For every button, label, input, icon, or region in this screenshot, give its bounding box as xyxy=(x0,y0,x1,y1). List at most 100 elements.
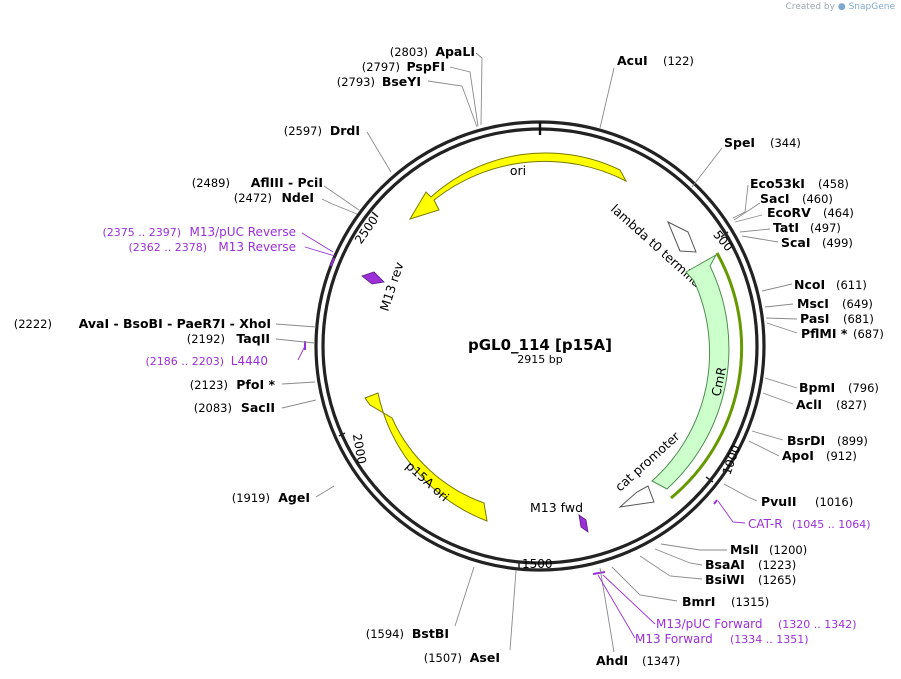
cmr-orf-line xyxy=(670,252,744,500)
tick-2000: 2000 xyxy=(350,433,369,466)
primer-m13-puc-forward-pos: (1320 .. 1342) xyxy=(778,618,857,631)
enzyme-acui-pos: (122) xyxy=(663,54,694,68)
enzyme-saci[interactable]: SacI xyxy=(760,191,790,206)
enzyme-asei[interactable]: AseI xyxy=(470,650,500,665)
enzyme-ecorv-pos: (464) xyxy=(823,206,854,220)
primer-m13-puc-reverse-pos: (2375 .. 2397) xyxy=(102,226,181,239)
enzyme-afliii-pcii-pos: (2489) xyxy=(192,176,230,190)
enzyme-bsiwi[interactable]: BsiWI xyxy=(705,572,745,587)
enzyme-apoi[interactable]: ApoI xyxy=(782,448,814,463)
enzyme-bpmi[interactable]: BpmI xyxy=(799,380,835,395)
enzyme-msli-pos: (1200) xyxy=(769,543,807,557)
primer-cat-r[interactable]: CAT-R xyxy=(748,517,783,531)
enzyme-taqii[interactable]: TaqII xyxy=(236,331,270,346)
ori-feature[interactable] xyxy=(408,152,628,220)
enzyme-bmri[interactable]: BmrI xyxy=(682,594,715,609)
primer-marks xyxy=(304,257,718,575)
cmr-feature[interactable] xyxy=(651,253,730,490)
enzyme-pasi-pos: (681) xyxy=(843,312,874,326)
enzyme-pflmi[interactable]: PflMI * xyxy=(801,326,848,341)
enzyme-pfoi[interactable]: PfoI * xyxy=(236,377,275,392)
m13-rev-label: M13 rev xyxy=(377,260,407,313)
primer-l4440-pos: (2186 .. 2203) xyxy=(145,355,224,368)
enzyme-eco53ki[interactable]: Eco53kI xyxy=(750,176,805,191)
enzyme-agei[interactable]: AgeI xyxy=(278,490,310,505)
enzyme-bsiwi-pos: (1265) xyxy=(758,573,796,587)
primer-l4440[interactable]: L4440 xyxy=(231,354,268,368)
enzyme-pvuii-pos: (1016) xyxy=(815,495,853,509)
tick-1500: 1500 xyxy=(522,557,553,571)
primer-m13-forward[interactable]: M13 Forward xyxy=(635,632,713,646)
plasmid-name: pGL0_114 [p15A] xyxy=(468,336,612,354)
enzyme-acli[interactable]: AclI xyxy=(796,397,822,412)
enzyme-taqii-pos: (2192) xyxy=(187,332,225,346)
enzyme-bsaai-pos: (1223) xyxy=(758,558,796,572)
m13-fwd-label: M13 fwd xyxy=(530,500,583,515)
enzyme-ndei[interactable]: NdeI xyxy=(281,190,314,205)
enzyme-pvuii[interactable]: PvuII xyxy=(761,494,797,509)
primer-m13-puc-reverse[interactable]: M13/pUC Reverse xyxy=(190,225,297,239)
enzyme-pasi[interactable]: PasI xyxy=(800,311,829,326)
enzyme-msci[interactable]: MscI xyxy=(797,296,829,311)
enzyme-eco53ki-pos: (458) xyxy=(818,177,849,191)
enzyme-tati-pos: (497) xyxy=(810,221,841,235)
enzyme-ncoi-pos: (611) xyxy=(836,278,867,292)
primer-m13-puc-forward[interactable]: M13/pUC Forward xyxy=(656,617,763,631)
enzyme-acli-pos: (827) xyxy=(836,398,867,412)
enzyme-drdi[interactable]: DrdI xyxy=(330,123,360,138)
enzyme-bmri-pos: (1315) xyxy=(731,595,769,609)
enzyme-tati[interactable]: TatI xyxy=(773,220,799,235)
enzyme-spei-pos: (344) xyxy=(770,136,801,150)
enzyme-acui[interactable]: AcuI xyxy=(617,53,648,68)
enzyme-ecorv[interactable]: EcoRV xyxy=(767,205,811,220)
enzyme-bsrdi-pos: (899) xyxy=(837,434,868,448)
enzyme-apoi-pos: (912) xyxy=(826,449,857,463)
enzyme-afliii-pcii[interactable]: AflIII - PciI xyxy=(251,175,323,190)
primer-m13-reverse[interactable]: M13 Reverse xyxy=(218,240,296,254)
enzyme-scai[interactable]: ScaI xyxy=(781,235,811,250)
enzyme-ahdi-pos: (1347) xyxy=(642,654,680,668)
primer-m13-reverse-pos: (2362 .. 2378) xyxy=(128,241,207,254)
enzyme-drdi-pos: (2597) xyxy=(284,124,322,138)
enzyme-pspfi-pos: (2797) xyxy=(362,60,400,74)
enzyme-asei-pos: (1507) xyxy=(424,651,462,665)
enzyme-msci-pos: (649) xyxy=(842,297,873,311)
enzyme-bseyi[interactable]: BseYI xyxy=(382,74,421,89)
enzyme-agei-pos: (1919) xyxy=(232,491,270,505)
m13-fwd-feature[interactable] xyxy=(578,514,589,533)
enzyme-bstbi[interactable]: BstBI xyxy=(412,626,449,641)
enzyme-saci-pos: (460) xyxy=(802,192,833,206)
enzyme-bsrdi[interactable]: BsrDI xyxy=(787,433,825,448)
snapgene-credit: Created by ● SnapGene xyxy=(785,2,895,12)
enzyme-bsaai[interactable]: BsaAI xyxy=(705,557,745,572)
ori-label: ori xyxy=(510,163,526,178)
enzyme-ncoi[interactable]: NcoI xyxy=(794,277,825,292)
m13-rev-feature[interactable] xyxy=(361,271,385,285)
enzyme-pfoi-pos: (2123) xyxy=(190,378,228,392)
enzyme-avai-group-pos: (2222) xyxy=(14,317,52,331)
enzyme-bstbi-pos: (1594) xyxy=(366,627,404,641)
enzyme-sacii[interactable]: SacII xyxy=(241,400,275,415)
enzyme-pflmi-pos: (687) xyxy=(853,327,884,341)
primer-m13-forward-pos: (1334 .. 1351) xyxy=(730,633,809,646)
enzyme-msli[interactable]: MslI xyxy=(730,542,759,557)
enzyme-apali-pos: (2803) xyxy=(390,45,428,59)
enzyme-spei[interactable]: SpeI xyxy=(724,135,755,150)
p15a-ori-feature[interactable] xyxy=(364,392,488,522)
enzyme-avai-group[interactable]: AvaI - BsoBI - PaeR7I - XhoI xyxy=(79,316,271,331)
enzyme-sacii-pos: (2083) xyxy=(194,401,232,415)
p15a-ori-label: p15A ori xyxy=(403,458,452,504)
credit-prefix: Created by xyxy=(785,2,835,12)
enzyme-ahdi[interactable]: AhdI xyxy=(596,653,628,668)
primer-labels: CAT-R (1045 .. 1064) M13/pUC Forward (13… xyxy=(102,225,870,646)
primer-cat-r-pos: (1045 .. 1064) xyxy=(792,518,871,531)
cat-promoter-feature[interactable] xyxy=(618,485,655,508)
snapgene-logo-icon: ● xyxy=(837,2,846,12)
lambda-terminator-feature[interactable] xyxy=(667,220,697,253)
enzyme-apali[interactable]: ApaLI xyxy=(435,44,475,59)
enzyme-labels: AcuI (122) SpeI (344) Eco53kI (458) SacI… xyxy=(596,53,884,668)
plasmid-length: 2915 bp xyxy=(517,353,562,366)
cmr-label: CmR xyxy=(708,365,729,397)
tick-1000: 1000 xyxy=(720,443,744,476)
enzyme-pspfi[interactable]: PspFI xyxy=(406,59,445,74)
